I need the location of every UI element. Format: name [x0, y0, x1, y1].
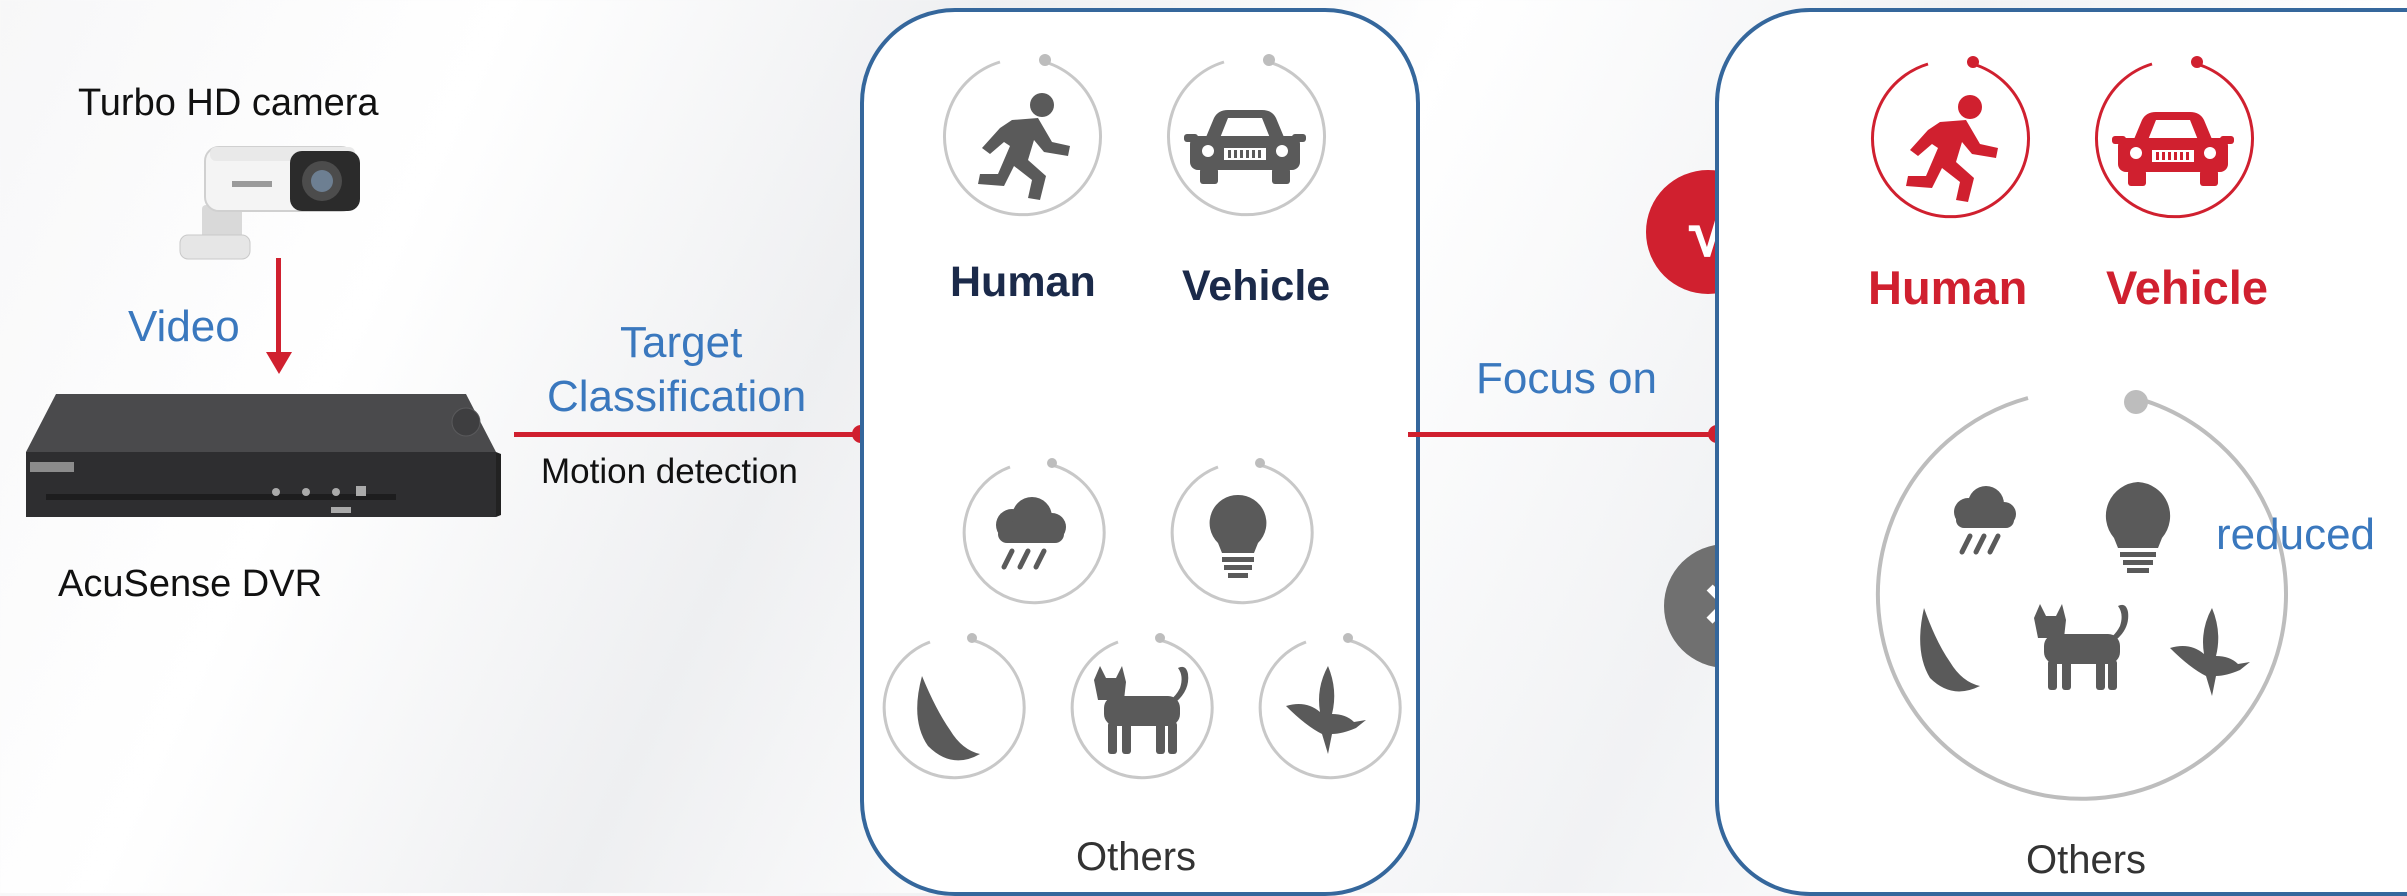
- video-arrow-head: [266, 352, 292, 374]
- human-icon: [943, 54, 1102, 217]
- camera-brand-mark: [232, 181, 272, 187]
- focus-panel: [1715, 8, 2407, 896]
- panel1-human-label: Human: [950, 258, 1096, 306]
- bird-icon-small: [2170, 608, 2250, 696]
- light-bulb-icon-small: [2105, 482, 2171, 573]
- human-icon-highlighted: [1871, 56, 2030, 219]
- panel2-human-label: Human: [1868, 261, 2028, 314]
- connector-line-right: [1408, 432, 1718, 437]
- camera-label: Turbo HD camera: [78, 82, 379, 124]
- bird-icon: [1258, 633, 1402, 780]
- light-bulb-icon: [1170, 458, 1314, 605]
- video-label: Video: [128, 302, 240, 351]
- vehicle-icon: [1167, 54, 1326, 217]
- dvr-label: AcuSense DVR: [58, 563, 323, 605]
- cat-icon: [1070, 633, 1214, 780]
- reduced-label: reduced: [2216, 510, 2376, 559]
- rain-cloud-icon: [962, 458, 1106, 605]
- vehicle-icon-highlighted: [2095, 56, 2254, 219]
- dvr-image: [26, 394, 501, 517]
- focus-on-label: Focus on: [1476, 354, 1657, 403]
- panel2-vehicle-label: Vehicle: [2106, 261, 2268, 314]
- connector-line-left: [514, 432, 862, 437]
- leaf-icon: [882, 633, 1026, 780]
- leaf-icon-small: [1920, 608, 1980, 692]
- reduced-others-group: [1876, 390, 2288, 801]
- cat-icon-small: [2034, 604, 2129, 690]
- bullet-camera-image: [179, 146, 360, 260]
- motion-detection-label: Motion detection: [541, 452, 798, 491]
- target-label-line2: Classification: [547, 372, 807, 421]
- rain-cloud-icon-small: [1954, 486, 2016, 528]
- panel2-others-label: Others: [2026, 838, 2147, 882]
- panel1-vehicle-label: Vehicle: [1182, 262, 1331, 310]
- target-label-line1: Target: [620, 318, 743, 367]
- video-arrow-shaft: [276, 258, 281, 358]
- panel1-others-label: Others: [1076, 835, 1197, 879]
